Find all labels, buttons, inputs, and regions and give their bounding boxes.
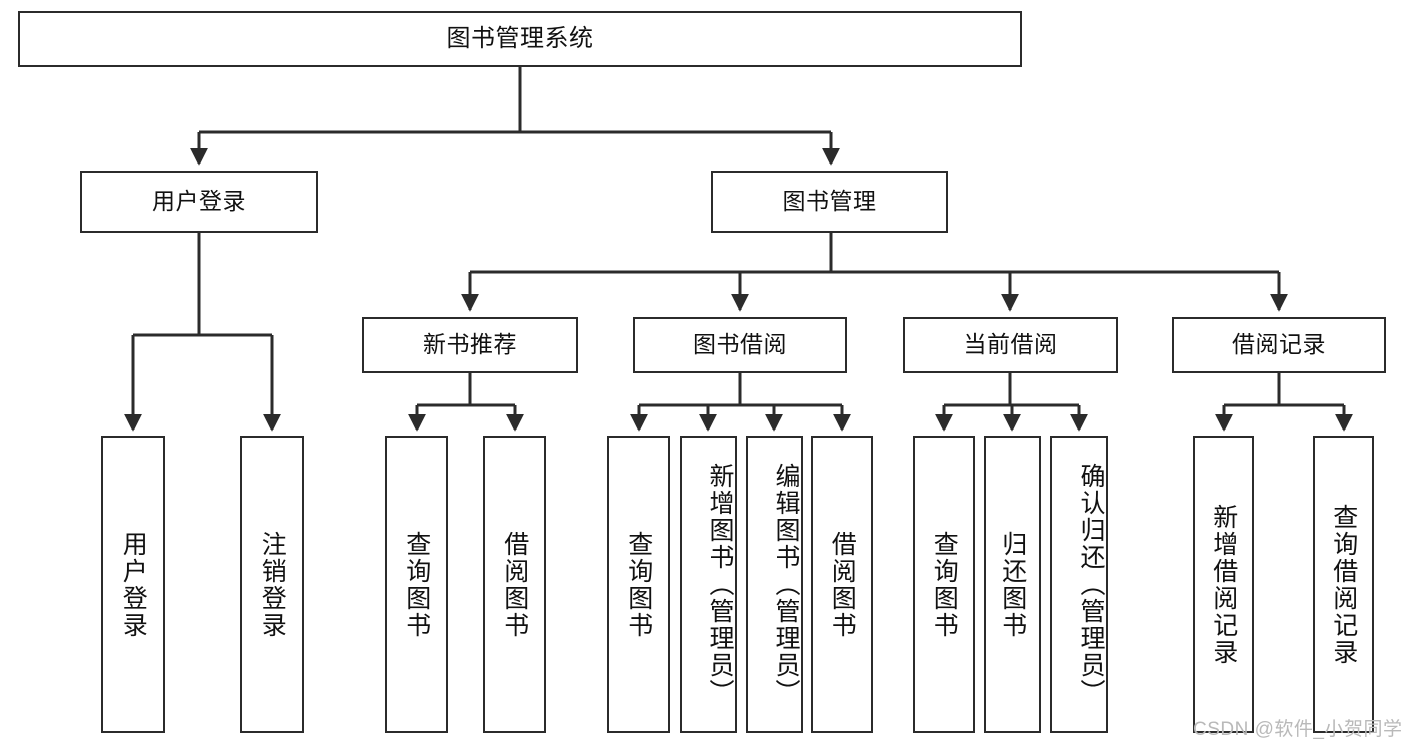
node-book-manage[interactable]: 图书管理	[711, 171, 948, 233]
node-user-login[interactable]: 用户登录	[80, 171, 318, 233]
watermark-text: CSDN @软件_小贺同学	[1193, 719, 1403, 740]
node-leaf-query-book-current[interactable]: 查询图书	[913, 436, 975, 733]
node-leaf-edit-book-admin[interactable]: 编辑图书（管理员）	[746, 436, 803, 733]
node-leaf-return-book[interactable]: 归还图书	[984, 436, 1041, 733]
node-root-system[interactable]: 图书管理系统	[18, 11, 1022, 67]
node-current-borrow[interactable]: 当前借阅	[903, 317, 1118, 373]
node-leaf-add-borrow-record[interactable]: 新增借阅记录	[1193, 436, 1254, 733]
node-leaf-confirm-return-admin[interactable]: 确认归还（管理员）	[1050, 436, 1108, 733]
node-leaf-add-book-admin[interactable]: 新增图书（管理员）	[680, 436, 737, 733]
node-leaf-borrow-book[interactable]: 借阅图书	[811, 436, 873, 733]
node-leaf-logout[interactable]: 注销登录	[240, 436, 304, 733]
node-leaf-query-book-rec[interactable]: 查询图书	[385, 436, 448, 733]
node-leaf-user-login[interactable]: 用户登录	[101, 436, 165, 733]
node-book-borrow[interactable]: 图书借阅	[633, 317, 847, 373]
node-new-book-recommend[interactable]: 新书推荐	[362, 317, 578, 373]
node-leaf-query-borrow-record[interactable]: 查询借阅记录	[1313, 436, 1374, 733]
node-borrow-record[interactable]: 借阅记录	[1172, 317, 1386, 373]
node-leaf-borrow-book-rec[interactable]: 借阅图书	[483, 436, 546, 733]
node-leaf-query-book-borrow[interactable]: 查询图书	[607, 436, 670, 733]
